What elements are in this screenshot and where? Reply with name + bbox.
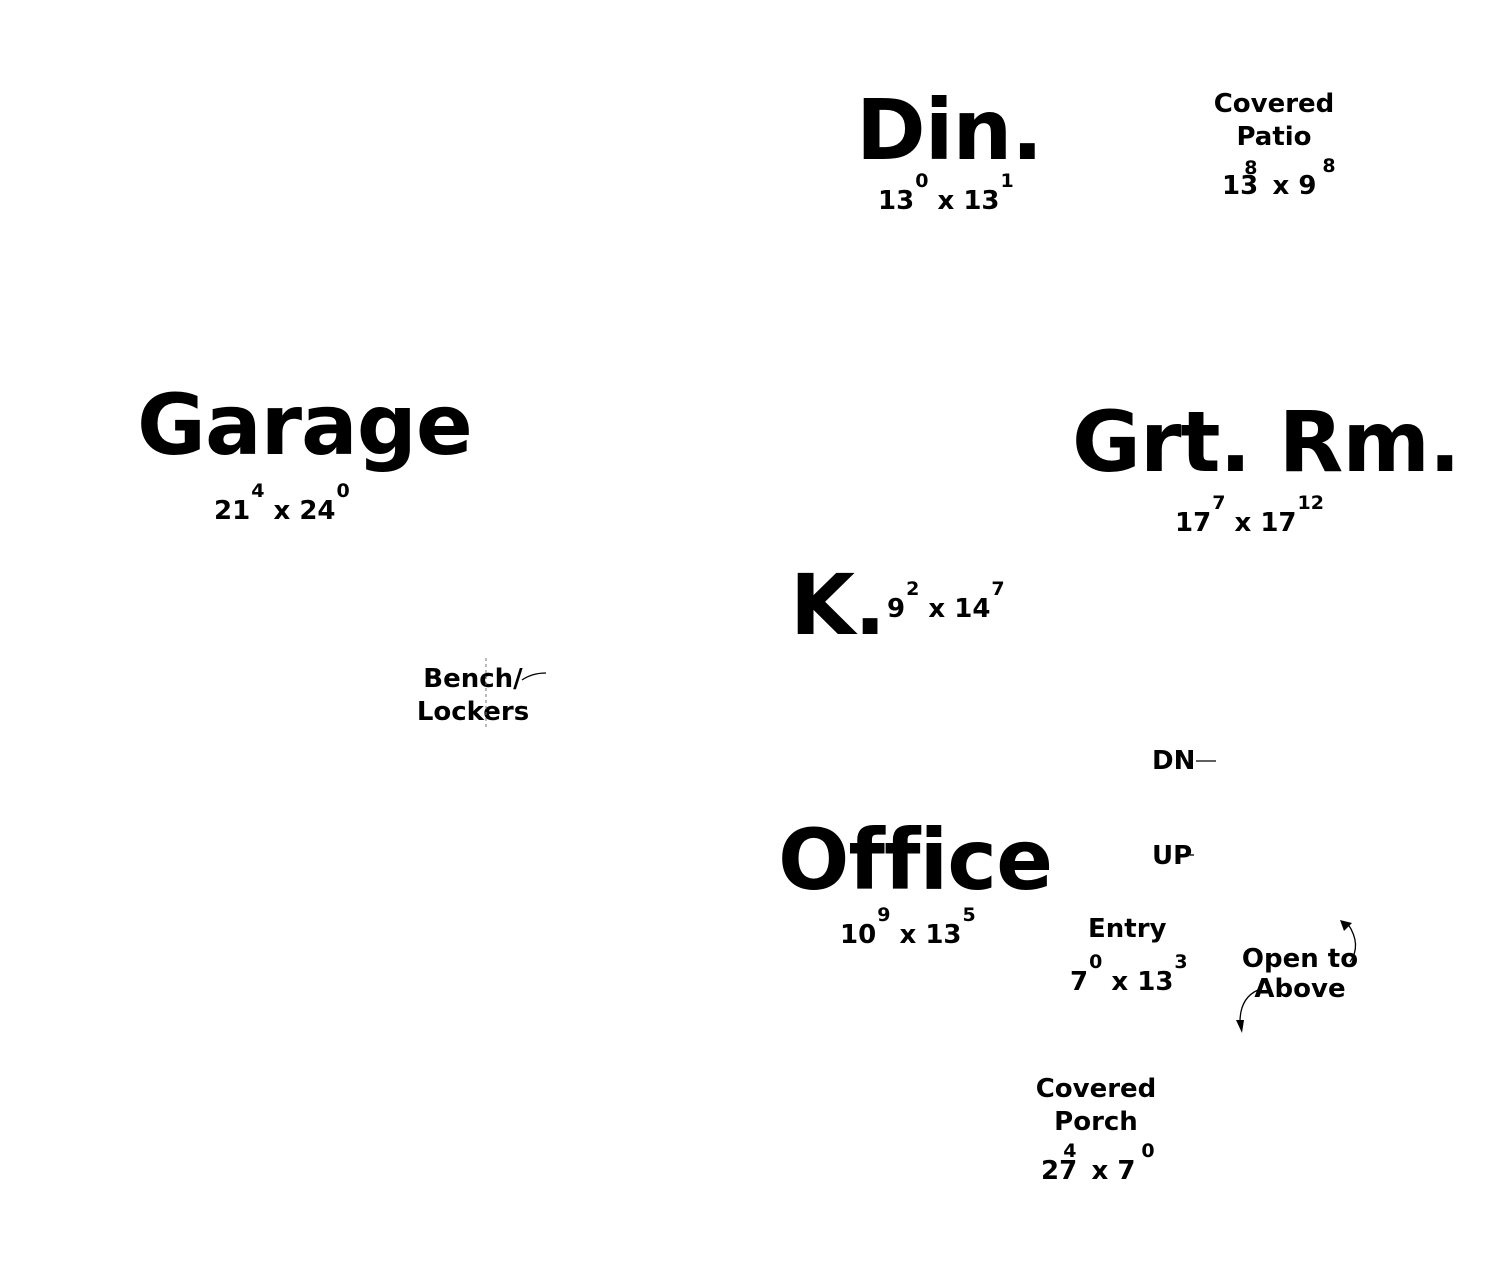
room-label-entry: Entry xyxy=(1088,914,1167,944)
room-dimensions-entry: 70 x 133 xyxy=(1070,953,1188,997)
dim-height: 7 xyxy=(1117,1156,1136,1186)
dim-height: 9 xyxy=(1298,171,1317,201)
dim-times: x xyxy=(899,920,917,950)
dim-times: x xyxy=(1111,967,1129,997)
label-bench-lockers: Bench/ Lockers xyxy=(408,663,538,729)
dim-height-inches: 5 xyxy=(962,904,976,926)
dim-width: 17 xyxy=(1175,508,1212,538)
dim-width: 7 xyxy=(1070,967,1089,997)
dim-width: 21 xyxy=(214,496,251,526)
label-line: Patio xyxy=(1236,122,1312,152)
room-label-great-room: Grt. Rm. xyxy=(1072,393,1461,491)
dim-width-inches: 4 xyxy=(1063,1140,1077,1162)
dim-times: x xyxy=(1234,508,1252,538)
dim-width-inches: 0 xyxy=(915,170,929,192)
dim-height-inches: 8 xyxy=(1322,155,1336,177)
open-above-arrowhead-down xyxy=(1236,1020,1244,1033)
stair-label-up: UP xyxy=(1152,841,1193,871)
label-open-to-above: Open to Above xyxy=(1238,944,1362,1004)
room-dimensions-kitchen: 92 x 147 xyxy=(887,580,1005,624)
dim-width-inches: 9 xyxy=(877,904,891,926)
dim-height: 14 xyxy=(954,594,991,624)
dim-width-inches: 4 xyxy=(251,480,265,502)
dim-width: 13 xyxy=(1222,171,1259,201)
bench-leader-line xyxy=(521,672,547,681)
dim-times: x xyxy=(928,594,946,624)
label-line: Covered xyxy=(1213,89,1335,119)
room-dimensions-office: 109 x 135 xyxy=(840,906,976,950)
dim-times: x xyxy=(1091,1156,1109,1186)
room-dimensions-din: 130 x 131 xyxy=(878,172,1014,216)
stair-label-down: DN xyxy=(1152,746,1196,776)
label-line: Lockers xyxy=(416,697,530,727)
dim-height-inches: 7 xyxy=(991,578,1005,600)
dim-height-inches: 0 xyxy=(336,480,350,502)
room-label-covered-patio: Covered Patio xyxy=(1204,88,1344,154)
open-above-arrowhead-up xyxy=(1340,920,1352,931)
open-above-arrow-up xyxy=(1347,923,1357,963)
dim-height: 13 xyxy=(925,920,962,950)
dim-width-inches: 0 xyxy=(1089,951,1103,973)
room-dimensions-great-room: 177 x 1712 xyxy=(1175,494,1324,538)
label-line: Above xyxy=(1254,974,1346,1004)
dim-width: 9 xyxy=(887,594,906,624)
room-label-office: Office xyxy=(778,811,1053,909)
dim-width-inches: 2 xyxy=(906,578,920,600)
dim-width: 10 xyxy=(840,920,877,950)
open-above-arrow-down xyxy=(1239,989,1259,1023)
dim-height-inches: 0 xyxy=(1141,1140,1155,1162)
label-line: Covered xyxy=(1035,1074,1157,1104)
dim-height: 13 xyxy=(1137,967,1174,997)
room-label-din: Din. xyxy=(856,81,1043,179)
dim-times: x xyxy=(273,496,291,526)
dim-height-inches: 3 xyxy=(1174,951,1188,973)
label-line: Open to xyxy=(1241,944,1359,974)
dim-height: 13 xyxy=(963,186,1000,216)
label-line: Bench/ xyxy=(423,664,523,694)
dim-width-inches: 7 xyxy=(1212,492,1226,514)
dim-height-inches: 12 xyxy=(1297,492,1324,514)
dim-height: 24 xyxy=(299,496,336,526)
dim-width: 27 xyxy=(1041,1156,1078,1186)
dim-width: 13 xyxy=(878,186,915,216)
dim-times: x xyxy=(1272,171,1290,201)
label-line: Porch xyxy=(1054,1107,1138,1137)
room-label-covered-porch: Covered Porch xyxy=(1026,1073,1166,1139)
room-dimensions-garage: 214 x 240 xyxy=(214,482,350,526)
dim-times: x xyxy=(937,186,955,216)
dim-height-inches: 1 xyxy=(1000,170,1014,192)
room-label-garage: Garage xyxy=(137,376,473,474)
dim-width-inches: 8 xyxy=(1244,157,1258,179)
room-dimensions-covered-patio: 138 x 98 xyxy=(1222,157,1336,201)
room-label-kitchen: K. xyxy=(790,556,886,654)
room-dimensions-covered-porch: 274 x 70 xyxy=(1041,1142,1155,1186)
dim-height: 17 xyxy=(1260,508,1297,538)
